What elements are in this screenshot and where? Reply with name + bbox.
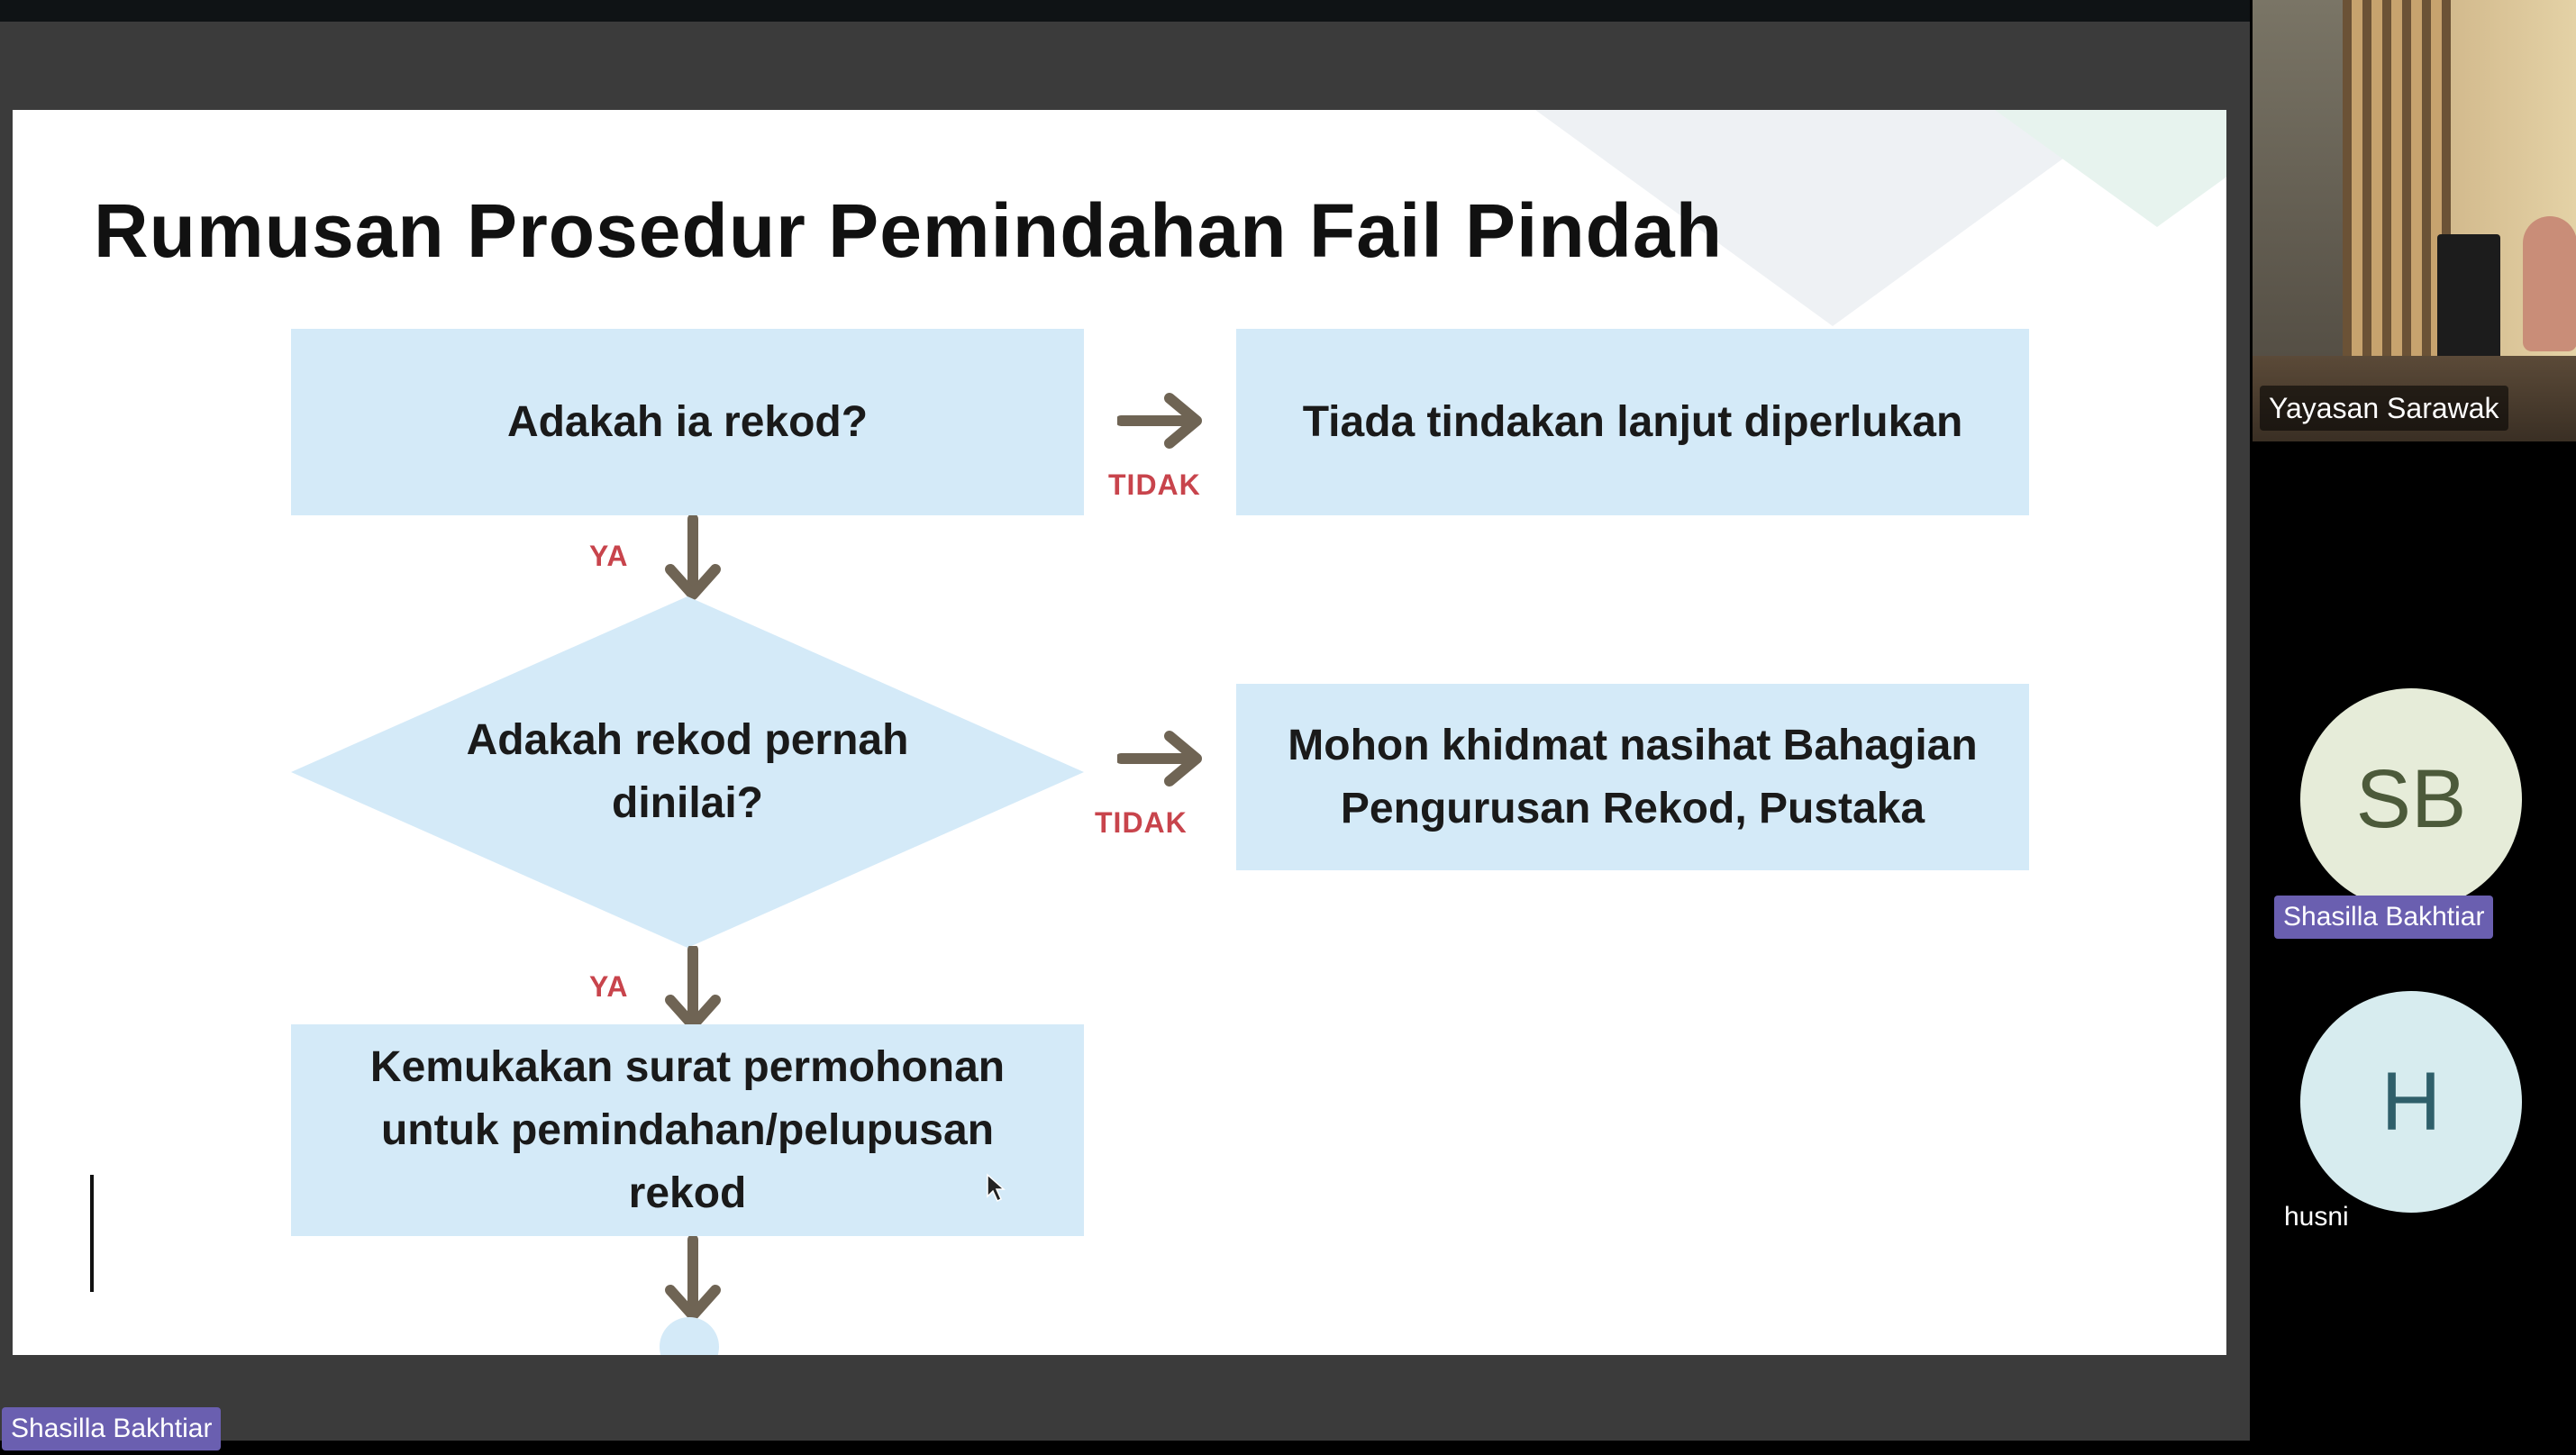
participant-name-tag: Shasilla Bakhtiar (2274, 896, 2494, 939)
video-slats (2343, 0, 2451, 378)
mouse-pointer-icon (987, 1173, 1006, 1203)
yes-label: YA (589, 540, 629, 572)
participant-video-yayasan[interactable] (2253, 0, 2576, 441)
flow-box-submit-letter: Kemukakan surat permohonan untuk peminda… (291, 1024, 1084, 1236)
flow-box-consult-text: Mohon khidmat nasihat Bahagian Pengurusa… (1288, 721, 1978, 832)
decision-diamond (291, 596, 1084, 948)
decision-text-line2: dinilai? (612, 779, 763, 827)
arrow-right-icon (1117, 393, 1202, 449)
top-bar (0, 0, 2253, 22)
no-label: TIDAK (1095, 806, 1188, 839)
avatar-initials: SB (2355, 752, 2467, 845)
decision-text-line1: Adakah rekod pernah (466, 716, 909, 764)
avatar[interactable]: H (2300, 991, 2522, 1213)
flow-box-is-record-text: Adakah ia rekod? (506, 397, 869, 446)
participant-name: husni (2284, 1202, 2349, 1232)
flow-box-no-action: Tiada tindakan lanjut diperlukan (1236, 329, 2029, 515)
decision-text: Adakah rekod pernah dinilai? (381, 709, 994, 835)
flow-box-is-record: Adakah ia rekod? (291, 329, 1084, 515)
slide-title: Rumusan Prosedur Pemindahan Fail Pindah (94, 188, 1724, 273)
shared-slide: Rumusan Prosedur Pemindahan Fail Pindah … (13, 110, 2226, 1355)
flow-next-node (660, 1317, 719, 1355)
yes-label: YA (589, 970, 629, 1003)
avatar[interactable]: SB (2300, 688, 2522, 910)
arrow-right-icon (1117, 731, 1202, 787)
flow-box-submit-letter-text: Kemukakan surat permohonan untuk peminda… (369, 1042, 1006, 1217)
text-cursor (90, 1175, 94, 1292)
flow-box-no-action-text: Tiada tindakan lanjut diperlukan (1302, 397, 1963, 446)
arrow-down-icon (665, 1236, 721, 1321)
arrow-down-icon (665, 946, 721, 1031)
avatar-initials: H (2380, 1055, 2442, 1148)
flow-box-consult: Mohon khidmat nasihat Bahagian Pengurusa… (1236, 684, 2029, 870)
arrow-down-icon (665, 515, 721, 600)
presenter-name-tag: Shasilla Bakhtiar (2, 1407, 222, 1450)
video-name-tag: Yayasan Sarawak (2260, 386, 2508, 431)
no-label: TIDAK (1108, 468, 1201, 501)
video-person (2523, 216, 2576, 351)
decor-triangle-small (1995, 110, 2226, 227)
